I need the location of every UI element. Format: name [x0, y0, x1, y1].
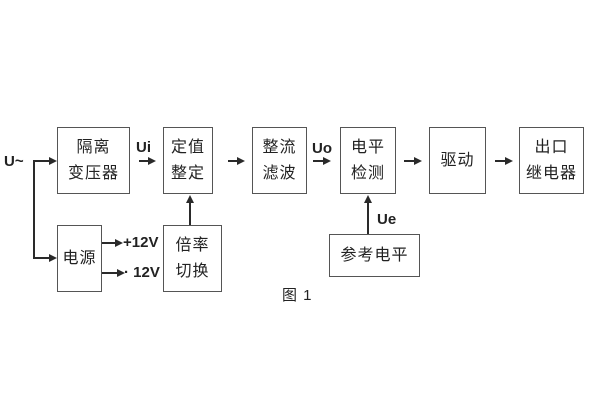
- level-to-driver-line: [404, 160, 414, 162]
- arrowhead-rail-positive: [115, 239, 123, 247]
- block-reference-level-label: 参考电平: [340, 246, 409, 264]
- block-output-relay-line1: 出口: [534, 138, 569, 156]
- reference-to-level-line: [367, 203, 369, 234]
- arrowhead-into-rectifier-filter: [237, 157, 245, 165]
- rail-negative-line: [102, 272, 117, 274]
- label-minus-12v: · 12V: [124, 264, 160, 281]
- arrowhead-into-output-relay: [505, 157, 513, 165]
- label-uo: Uo: [312, 140, 332, 157]
- label-plus-12v: +12V: [123, 234, 159, 251]
- arrowhead-into-level-detector-bottom: [364, 195, 372, 203]
- block-level-detector-line1: 电平: [350, 138, 385, 156]
- ui-arrow-line: [139, 160, 148, 162]
- block-isolation-transformer: 隔离 变压器: [57, 127, 130, 194]
- block-isolation-transformer-line1: 隔离: [76, 138, 111, 156]
- input-branch-top-line: [34, 160, 49, 162]
- block-setting-adjust-line2: 整定: [170, 165, 205, 182]
- block-rectifier-filter-line2: 滤波: [262, 165, 297, 182]
- block-rectifier-filter: 整流 滤波: [252, 127, 307, 194]
- label-input-voltage: U~: [4, 153, 24, 170]
- arrowhead-into-level-detector: [323, 157, 331, 165]
- block-level-detector: 电平 检测: [340, 127, 396, 194]
- block-ratio-switch-line1: 倍率: [175, 236, 210, 254]
- input-branch-bottom-line: [34, 257, 49, 259]
- rail-positive-line: [102, 242, 115, 244]
- ratio-switch-to-setting-line: [189, 203, 191, 225]
- block-output-relay-line2: 继电器: [525, 165, 577, 182]
- block-setting-adjust: 定值 整定: [163, 127, 213, 194]
- block-driver: 驱动: [429, 127, 486, 194]
- driver-to-relay-line: [495, 160, 505, 162]
- arrowhead-into-setting-adjust-bottom: [186, 195, 194, 203]
- block-isolation-transformer-line2: 变压器: [67, 165, 119, 182]
- block-power-supply-label: 电源: [62, 249, 97, 267]
- block-driver-label: 驱动: [440, 151, 475, 169]
- setting-to-rectifier-line: [228, 160, 237, 162]
- block-ratio-switch-line2: 切换: [175, 263, 210, 280]
- arrowhead-into-isolation-transformer: [49, 157, 57, 165]
- block-ratio-switch: 倍率 切换: [163, 225, 222, 292]
- block-setting-adjust-line1: 定值: [170, 138, 205, 156]
- uo-arrow-line: [313, 160, 323, 162]
- block-power-supply: 电源: [57, 225, 102, 292]
- label-ui: Ui: [136, 139, 151, 156]
- figure-caption: 图 1: [282, 287, 313, 304]
- label-ue: Ue: [377, 211, 397, 228]
- arrowhead-into-power-supply: [49, 254, 57, 262]
- block-output-relay: 出口 继电器: [519, 127, 584, 194]
- block-reference-level: 参考电平: [329, 234, 420, 277]
- arrowhead-rail-negative: [117, 269, 125, 277]
- input-branch-vertical-line: [33, 160, 35, 259]
- block-level-detector-line2: 检测: [350, 165, 385, 182]
- arrowhead-into-driver: [414, 157, 422, 165]
- arrowhead-into-setting-adjust: [148, 157, 156, 165]
- block-rectifier-filter-line1: 整流: [262, 138, 297, 156]
